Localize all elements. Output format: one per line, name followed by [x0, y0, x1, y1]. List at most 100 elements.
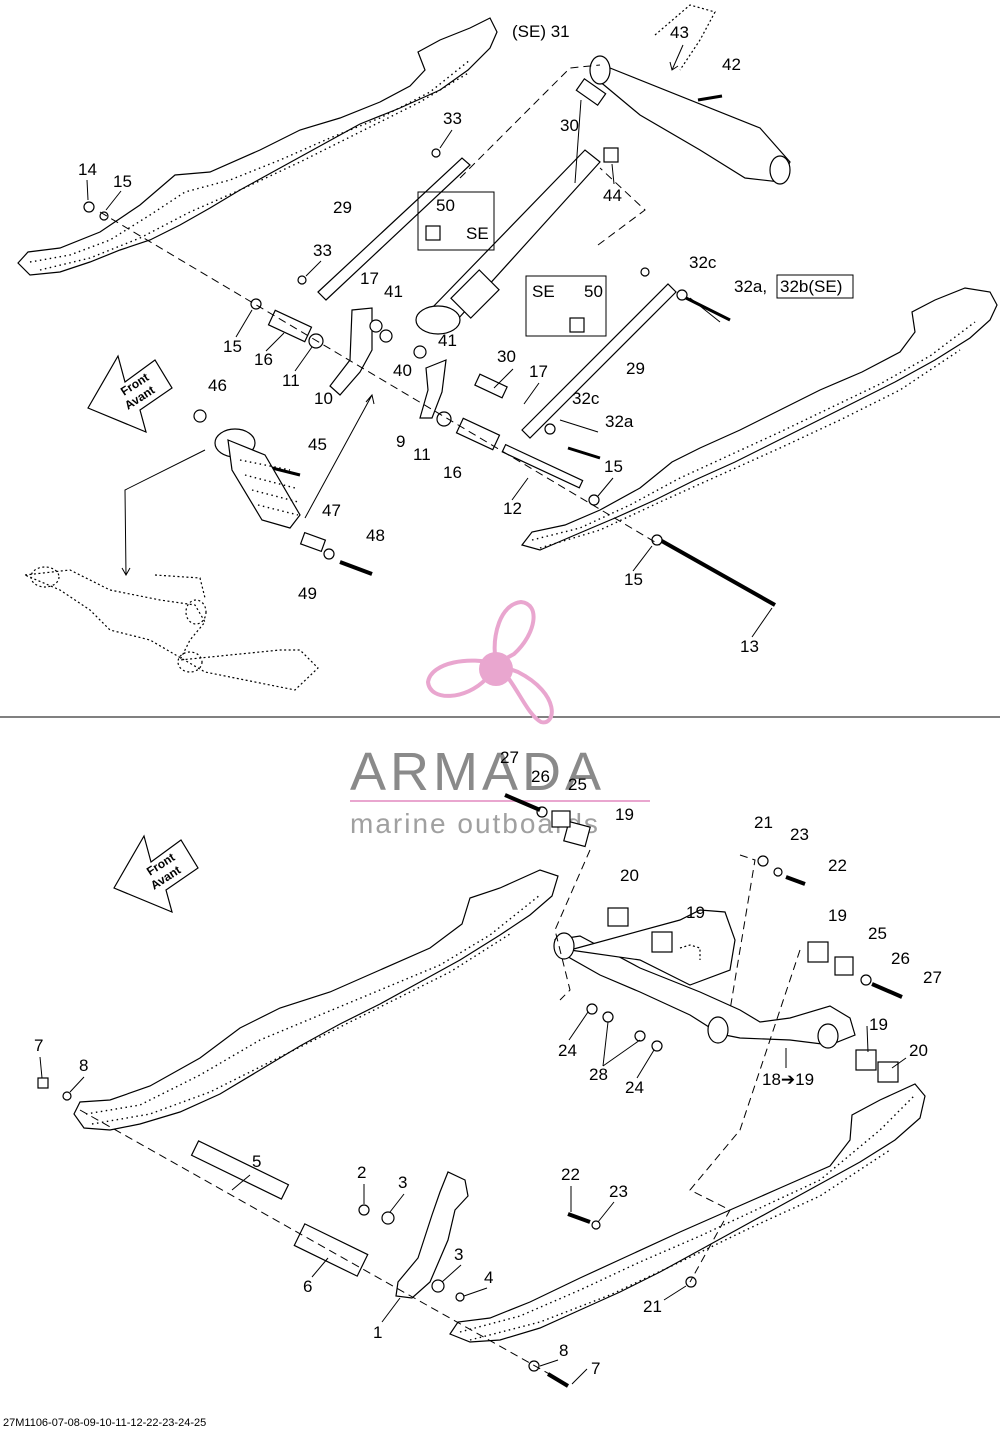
front-arrow-bottom: Front Avant: [113, 834, 199, 914]
label-3-lower: 3: [454, 1245, 463, 1264]
label-15-upper: 15: [113, 172, 132, 191]
label-15-right: 15: [604, 457, 623, 476]
label-17-lower: 17: [529, 362, 548, 381]
label-32b: 32b(SE): [780, 277, 842, 296]
label-43: 43: [670, 23, 689, 42]
label-1: 1: [373, 1323, 382, 1342]
label-27-top: 27: [500, 748, 519, 767]
label-46: 46: [208, 376, 227, 395]
link-29-left: [317, 157, 471, 301]
bush-19-top: [563, 820, 591, 848]
label-14: 14: [78, 160, 97, 179]
assembly-line-bottom-3: [729, 854, 756, 1011]
label-17-upper: 17: [360, 269, 379, 288]
label-7-left: 7: [34, 1036, 43, 1055]
label-5: 5: [252, 1152, 261, 1171]
bush-25-top: [551, 810, 571, 828]
axle-13: [659, 538, 776, 607]
assembly-line-top-2: [459, 64, 601, 179]
label-24-right: 24: [625, 1078, 644, 1097]
spacer-30-upper: [575, 77, 607, 107]
label-21-bottom: 21: [643, 1297, 662, 1316]
label-50-upper: 50: [436, 196, 455, 215]
label-41-lower: 41: [438, 331, 457, 350]
label-se-lower: SE: [532, 282, 555, 301]
label-se-31: (SE) 31: [512, 22, 570, 41]
left-rail-top: [17, 17, 498, 276]
label-se-upper: SE: [466, 224, 489, 243]
label-22-top: 22: [828, 856, 847, 875]
upper-cross-shaft: [589, 4, 791, 185]
label-7-bottom: 7: [591, 1359, 600, 1378]
label-33-upper: 33: [443, 109, 462, 128]
right-rail-bottom: [449, 1083, 926, 1343]
label-44: 44: [603, 186, 622, 205]
link-29-right: [521, 283, 677, 439]
label-12: 12: [503, 499, 522, 518]
label-32c-lower: 32c: [572, 389, 600, 408]
armada-watermark: ARMADA marine outboards: [350, 599, 650, 839]
label-42: 42: [722, 55, 741, 74]
box-32b: [776, 274, 854, 299]
spacer-30-lower: [474, 373, 508, 399]
assembly-line-top-3: [597, 167, 646, 246]
front-arrow-top: Front Avant: [87, 354, 173, 434]
label-30-lower: 30: [497, 347, 516, 366]
label-4: 4: [484, 1268, 493, 1287]
label-24-left: 24: [558, 1041, 577, 1060]
label-29-upper: 29: [333, 198, 352, 217]
label-23-top: 23: [790, 825, 809, 844]
drawing-code: 27M1106-07-08-09-10-11-12-22-23-24-25: [3, 1417, 206, 1429]
frame-inset-ghost: [22, 566, 319, 691]
label-33-lower: 33: [313, 241, 332, 260]
spacer-16-right: [455, 417, 501, 451]
shaft-12: [501, 443, 584, 489]
label-19-top: 19: [615, 805, 634, 824]
leader-lines: [39, 99, 907, 1385]
arrow-frame-down: [121, 449, 206, 577]
label-18-19: 18➔19: [762, 1070, 814, 1089]
label-32a-lower: 32a: [605, 412, 634, 431]
left-rail-bottom: [73, 869, 559, 1131]
assembly-line-top-1: [99, 211, 661, 546]
arm-10: [329, 307, 373, 396]
shock-absorber-upper: [415, 149, 601, 335]
label-25-right: 25: [868, 924, 887, 943]
label-8-bottom: 8: [559, 1341, 568, 1360]
spacer-16-left: [267, 309, 313, 343]
label-16-left: 16: [254, 350, 273, 369]
label-13: 13: [740, 637, 759, 656]
label-30-upper: 30: [560, 116, 579, 135]
label-10: 10: [314, 389, 333, 408]
label-19-right: 19: [828, 906, 847, 925]
label-47: 47: [322, 501, 341, 520]
label-16-right: 16: [443, 463, 462, 482]
tube-5: [190, 1140, 290, 1200]
bracket-1: [395, 1171, 469, 1299]
label-9: 9: [396, 432, 405, 451]
label-23-bottom: 23: [609, 1182, 628, 1201]
label-28: 28: [589, 1065, 608, 1084]
label-6: 6: [303, 1277, 312, 1296]
label-19-lower: 19: [869, 1015, 888, 1034]
label-32a-upper: 32a,: [734, 277, 767, 296]
label-41-upper: 41: [384, 282, 403, 301]
label-50-lower: 50: [584, 282, 603, 301]
spacer-6: [293, 1223, 369, 1277]
label-21-top: 21: [754, 813, 773, 832]
label-48: 48: [366, 526, 385, 545]
label-26-right: 26: [891, 949, 910, 968]
label-8-left: 8: [79, 1056, 88, 1075]
label-19-mid: 19: [686, 903, 705, 922]
label-3-upper: 3: [398, 1173, 407, 1192]
watermark-brand: ARMADA: [350, 742, 605, 802]
top-part-labels: 43 42 (SE) 31 30 44 33 14 15 29 50 SE 33…: [78, 22, 842, 656]
label-15-bottom: 15: [624, 570, 643, 589]
label-11-left: 11: [282, 371, 300, 390]
se-box-2: [525, 275, 607, 337]
front-arm-18: [553, 909, 856, 1049]
label-26-top: 26: [531, 767, 550, 786]
bottom-part-labels: 27 26 25 19 21 23 22 20 19 19 25 26 27 7…: [34, 748, 942, 1378]
label-45: 45: [308, 435, 327, 454]
